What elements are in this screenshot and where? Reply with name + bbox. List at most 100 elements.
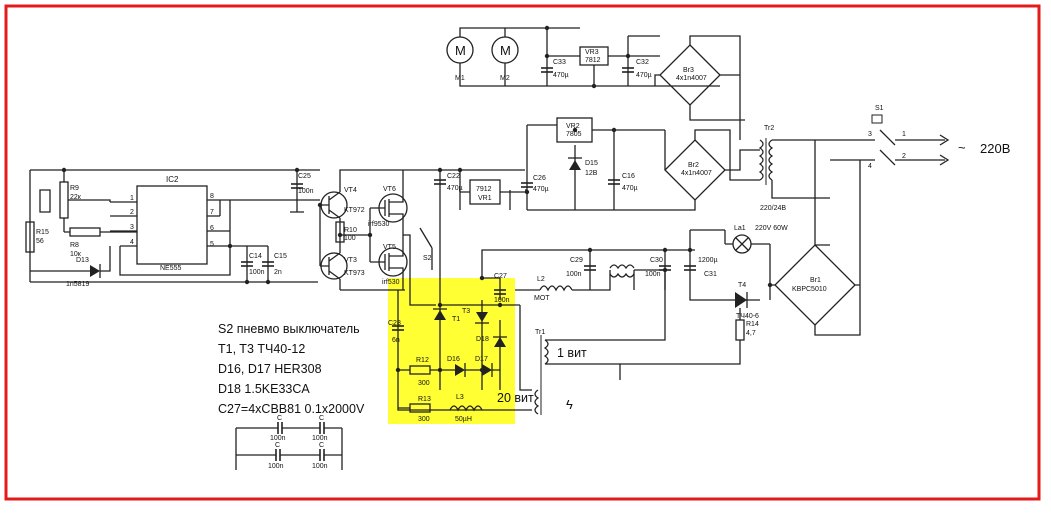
c14-value: 100n [249, 269, 265, 276]
note-line-4: D18 1.5KE33CA [218, 382, 310, 396]
c32-value: 470µ [636, 72, 652, 79]
ne555-label: NE555 [160, 265, 182, 272]
vr2-label: VR2 [566, 123, 580, 130]
ic-pin1: 1 [130, 195, 134, 202]
r15-label: R15 [36, 229, 49, 236]
c28-value: 6n [392, 337, 400, 344]
tvs-d18: D18 [476, 320, 507, 390]
diode-d13: D13 1n5819 [30, 246, 111, 288]
m1-symbol: M [455, 43, 466, 58]
transistor-vt3: VT3 KT973 [320, 252, 365, 280]
c16-value: 470µ [622, 185, 638, 192]
br2-label: Br2 [688, 162, 699, 169]
thyristor-t3: T3 [462, 308, 489, 324]
la1-label: La1 [734, 225, 746, 232]
cap-a-label: C [277, 415, 282, 422]
vt4-value: KT972 [344, 207, 365, 214]
cap-a-value: 100n [270, 435, 286, 442]
d17-label: D17 [475, 356, 488, 363]
vt6-label: VT6 [383, 186, 396, 193]
s1-pin3: 3 [868, 131, 872, 138]
c32-label: C32 [636, 59, 649, 66]
c31-label: C31 [704, 271, 717, 278]
bridge-br2: Br2 4x1n4007 [655, 129, 760, 211]
br2-value: 4x1n4007 [681, 170, 712, 177]
tr2-value: 220/24В [760, 205, 786, 212]
s2-label: S2 [423, 255, 432, 262]
ic2-ne555: IC2 NE555 1 2 3 4 8 7 6 5 [130, 175, 214, 272]
c29-value: 100n [566, 271, 582, 278]
note-line-2: T1, T3 ТЧ40-12 [218, 342, 305, 356]
d15-value: 12В [585, 170, 598, 177]
l2-value: МОТ [534, 295, 550, 302]
br1-label: Br1 [810, 277, 821, 284]
vt5-label: VT5 [383, 244, 396, 251]
junction-dots [61, 25, 773, 373]
cap-b-label: C [319, 415, 324, 422]
c22-label: C22 [447, 173, 460, 180]
transformer-tr1: Tr1 1 вит 20 вит ϟ [497, 270, 666, 415]
cap-c-value: 100n [268, 463, 284, 470]
c29-label: C29 [570, 257, 583, 264]
vt6-value: irf9530 [368, 221, 390, 228]
bridge-br1: Br1 KBPC5010 [770, 140, 861, 336]
cap-b-value: 100n [312, 435, 328, 442]
d13-label: D13 [76, 257, 89, 264]
r13-label: R13 [418, 396, 431, 403]
tr1-label: Tr1 [535, 329, 545, 336]
note-line-3: D16, D17 HER308 [218, 362, 322, 376]
c14-label: C14 [249, 253, 262, 260]
s1-pin4: 4 [868, 163, 872, 170]
c27-value: 100n [494, 297, 510, 304]
br3-label: Br3 [683, 67, 694, 74]
d13-value: 1n5819 [66, 281, 89, 288]
t3-label: T3 [462, 308, 470, 315]
r8-label: R8 [70, 242, 79, 249]
l2-label: L2 [537, 276, 545, 283]
spark-icon: ϟ [566, 397, 573, 412]
tilde-icon: ~ [958, 140, 966, 155]
c33-label: C33 [553, 59, 566, 66]
transformer-tr2: Tr2 220/24В [758, 125, 830, 212]
m2-symbol: M [500, 43, 511, 58]
c27-label: C27 [494, 273, 507, 280]
s1-pin1: 1 [902, 131, 906, 138]
vt3-value: KT973 [344, 270, 365, 277]
r12-label: R12 [416, 357, 429, 364]
r10-value: 100 [344, 235, 356, 242]
t4-value: ТЧ40-6 [736, 313, 759, 320]
thyristor-t1: T1 [433, 308, 460, 323]
ic-pin7: 7 [210, 209, 214, 216]
bridge-br3: Br3 4x1n4007 [654, 35, 745, 140]
vt3-label: VT3 [344, 257, 357, 264]
ic2-label: IC2 [166, 175, 179, 184]
vt5-value: irf530 [382, 279, 400, 286]
lamp-la1: La1 220V 60W [725, 225, 788, 254]
ic-pin4: 4 [130, 239, 134, 246]
vr1-value: 7912 [476, 186, 492, 193]
r12-value: 300 [418, 380, 430, 387]
br1-value: KBPC5010 [792, 286, 827, 293]
s1-pin2: 2 [902, 153, 906, 160]
r13-value: 300 [418, 416, 430, 423]
r8-value: 10к [70, 251, 82, 258]
br3-value: 4x1n4007 [676, 75, 707, 82]
switch-s1: S1 3 1 4 2 ~ 220В [830, 105, 1010, 170]
t1-label: T1 [452, 316, 460, 323]
thyristor-t4: T4 ТЧ40-6 [735, 282, 759, 320]
turns-1-label: 1 вит [557, 346, 587, 360]
c33-value: 470µ [553, 72, 569, 79]
vr1-label: VR1 [478, 195, 492, 202]
turns-20-label: 20 вит [497, 391, 534, 405]
cap-d-label: C [319, 442, 324, 449]
mains-label: 220В [980, 141, 1010, 156]
s1-label: S1 [875, 105, 884, 112]
t4-label: T4 [738, 282, 746, 289]
d15-label: D15 [585, 160, 598, 167]
d18-label: D18 [476, 336, 489, 343]
c25-label: C25 [298, 173, 311, 180]
c26-value: 470µ [533, 186, 549, 193]
ic-pin3: 3 [130, 224, 134, 231]
